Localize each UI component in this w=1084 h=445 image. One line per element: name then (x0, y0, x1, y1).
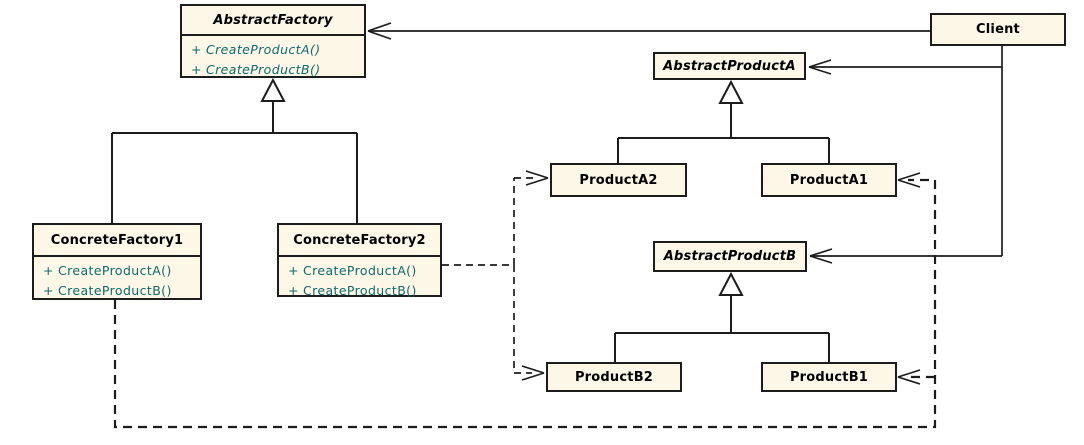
method-row: + CreateProductA() (279, 260, 440, 280)
method-name: CreateProductA() (303, 262, 417, 278)
open-arrow-icon (809, 248, 833, 264)
dependency-concretefactory1-to-products (113, 172, 937, 429)
class-title: ProductB2 (574, 369, 654, 385)
open-arrow-icon (367, 22, 392, 40)
visibility-plus: + (191, 41, 202, 57)
open-arrow-icon (808, 59, 832, 75)
method-name: CreateProductB() (206, 61, 321, 77)
method-row: + CreateProductB() (182, 59, 364, 79)
hollow-triangle-icon (718, 79, 744, 104)
class-concretefactory1[interactable]: ConcreteFactory1 + CreateProductA() + Cr… (32, 223, 202, 300)
method-name: CreateProductB() (303, 282, 417, 298)
visibility-plus: + (43, 262, 54, 278)
association-client-to-abstractproductb (809, 248, 1002, 264)
generalization-products-a-to-abstractproducta (617, 79, 830, 163)
class-title: ProductB1 (789, 369, 869, 385)
method-list: + CreateProductA() + CreateProductB() (182, 36, 364, 79)
method-row: + CreateProductA() (34, 260, 200, 280)
visibility-plus: + (288, 262, 299, 278)
hollow-triangle-icon (718, 271, 744, 296)
class-title: Client (976, 22, 1020, 37)
generalization-concretefactories-to-abstractfactory (111, 77, 358, 223)
class-title: ProductA2 (579, 172, 658, 188)
association-client-to-abstractfactory (367, 22, 930, 40)
class-abstractproductb[interactable]: AbstractProductB (653, 241, 807, 272)
class-title: ConcreteFactory2 (279, 225, 440, 257)
open-arrow-icon (897, 172, 921, 188)
method-name: CreateProductA() (206, 41, 321, 57)
generalization-products-b-to-abstractproductb (614, 271, 830, 362)
method-row: + CreateProductA() (182, 39, 364, 59)
class-producta2[interactable]: ProductA2 (550, 163, 687, 197)
association-client-to-abstractproducta (808, 46, 1003, 256)
method-row: + CreateProductB() (279, 280, 440, 300)
open-arrow-icon (525, 170, 549, 186)
method-list: + CreateProductA() + CreateProductB() (279, 257, 440, 300)
class-productb2[interactable]: ProductB2 (546, 362, 682, 392)
class-title: AbstractFactory (182, 6, 364, 36)
class-productb1[interactable]: ProductB1 (761, 362, 897, 392)
class-title: AbstractProductA (663, 58, 796, 74)
dependency-concretefactory2-to-products (442, 170, 549, 381)
class-title: ProductA1 (789, 172, 869, 188)
class-concretefactory2[interactable]: ConcreteFactory2 + CreateProductA() + Cr… (277, 223, 442, 300)
open-arrow-icon (897, 369, 921, 385)
class-producta1[interactable]: ProductA1 (761, 163, 897, 197)
class-title: ConcreteFactory1 (34, 225, 200, 257)
visibility-plus: + (288, 282, 299, 298)
method-name: CreateProductB() (58, 282, 172, 298)
method-name: CreateProductA() (58, 262, 172, 278)
class-client[interactable]: Client (930, 13, 1066, 46)
class-abstractfactory[interactable]: AbstractFactory + CreateProductA() + Cre… (180, 4, 366, 78)
class-abstractproducta[interactable]: AbstractProductA (653, 52, 806, 80)
visibility-plus: + (191, 61, 202, 77)
method-list: + CreateProductA() + CreateProductB() (34, 257, 200, 300)
open-arrow-icon (521, 365, 545, 381)
method-row: + CreateProductB() (34, 280, 200, 300)
class-title: AbstractProductB (663, 249, 797, 264)
visibility-plus: + (43, 282, 54, 298)
hollow-triangle-icon (260, 77, 286, 102)
